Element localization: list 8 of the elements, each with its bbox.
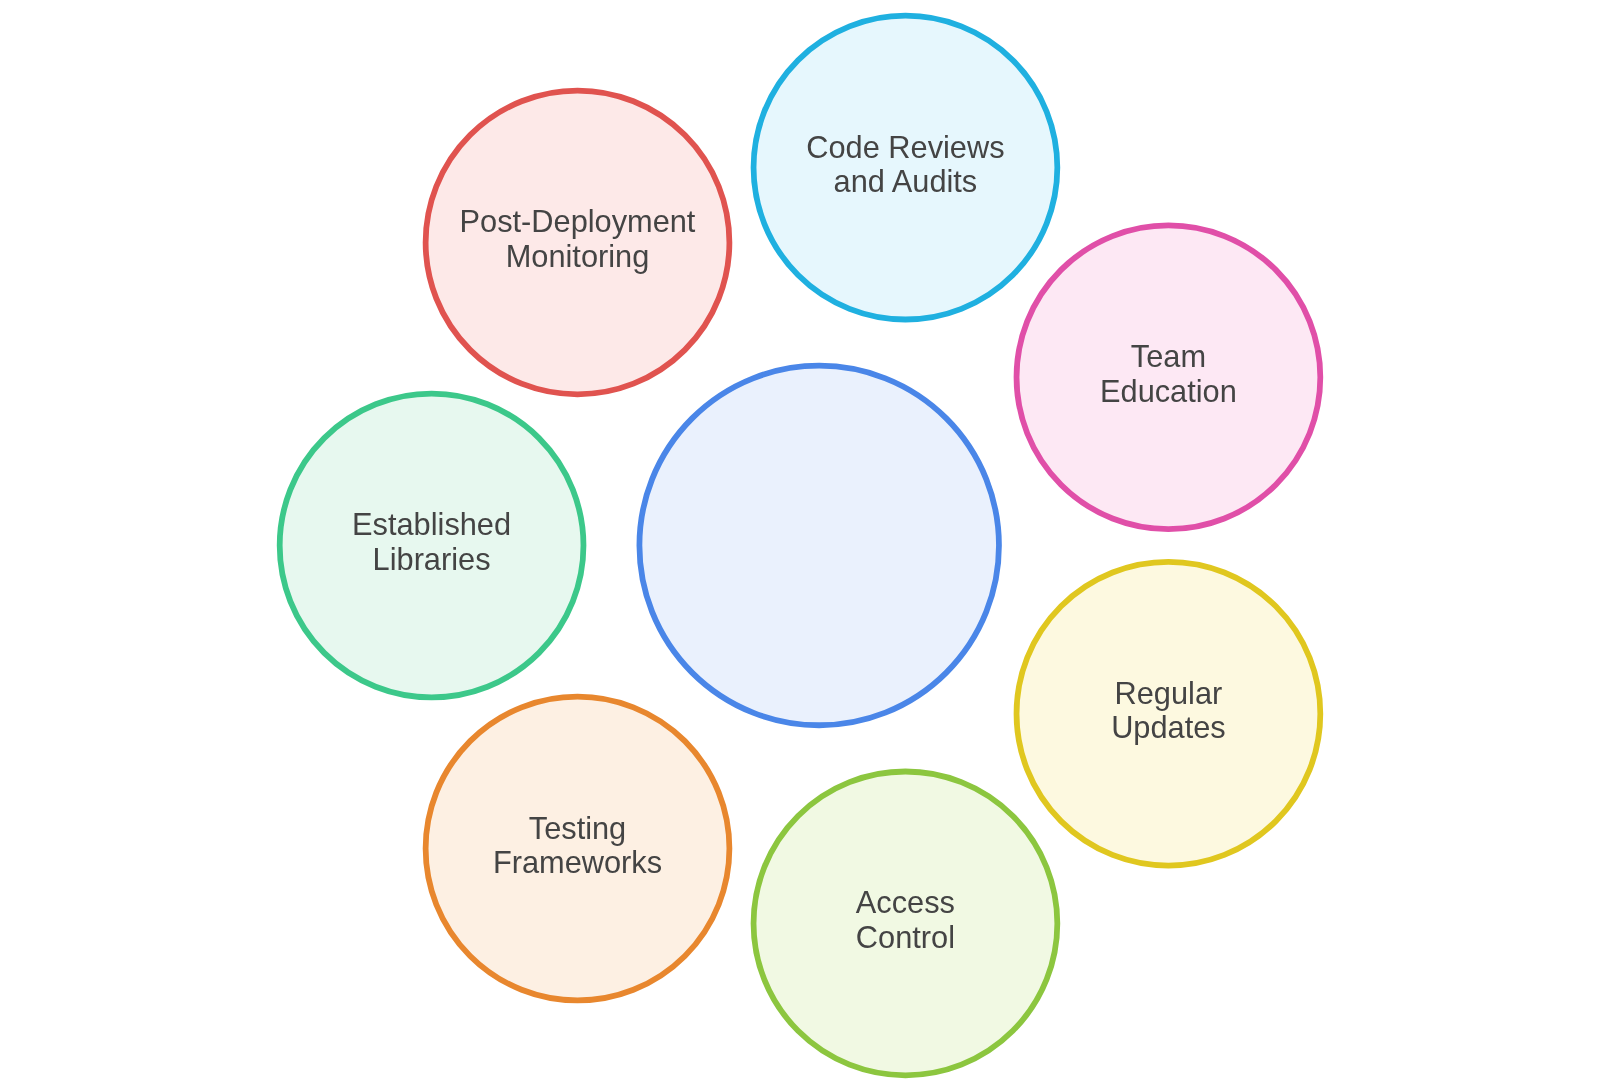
node-circle: Post-Deployment Monitoring <box>422 87 733 398</box>
node-circle: Testing Frameworks <box>422 693 733 1004</box>
node-circle: Access Control <box>750 768 1061 1079</box>
node-circle: Regular Updates <box>1013 558 1324 869</box>
node-circle <box>636 362 1002 729</box>
node-circle: Team Education <box>1013 222 1324 533</box>
node-circle: Established Libraries <box>276 390 587 701</box>
node-circle: Code Reviews and Audits <box>750 12 1061 323</box>
